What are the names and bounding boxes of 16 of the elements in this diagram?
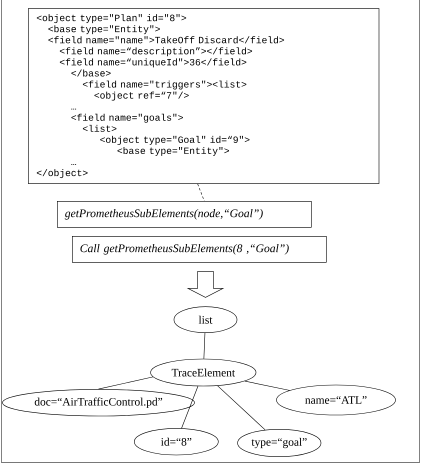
block-arrow [186, 271, 224, 298]
connector-line [204, 332, 206, 359]
connector-line [244, 380, 290, 391]
ellipse-node: name=“ATL” [276, 384, 396, 416]
connector-line [181, 386, 198, 428]
text-box: getPrometheusSubElements(node,“Goal”) [57, 201, 312, 228]
ellipse-node: doc=“AirTrafficControl.pd” [2, 389, 195, 416]
connector-line [217, 385, 266, 430]
dashed-line [197, 184, 205, 202]
ellipse-node: type=“goal” [237, 429, 322, 457]
text-box: Call getPrometheusSubElements(8 ,“Goal”) [72, 236, 327, 263]
ellipse-node: list [174, 306, 238, 333]
connector-line [98, 376, 154, 390]
ellipse-node: id=“8” [134, 428, 219, 456]
ellipse-node: TraceElement [150, 358, 256, 386]
code-box: <object type="Plan" id="8"> <base type="Entity"> <field name="name">TakeOff Discard</field> <field name=“description”></field> <field name=“uniqueId">36</field> </base> <field name="triggers"><list> <object ref=“7"/> … <field name="goals"> <list> <object type="Goal" id=“9"> <base type="Entity"> … </object> [28, 8, 380, 184]
